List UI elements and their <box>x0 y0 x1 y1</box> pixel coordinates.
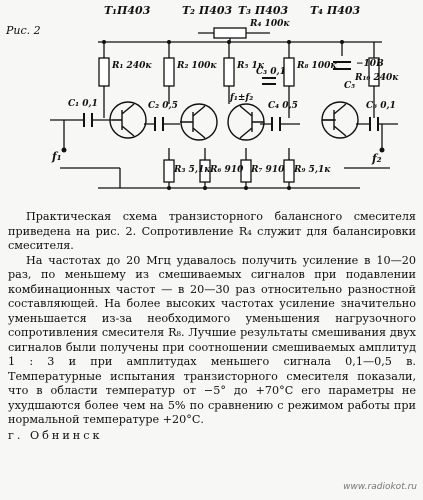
capacitor-c5 <box>333 61 351 70</box>
transistor-t1 <box>109 101 147 139</box>
resistor-r4 <box>213 27 247 39</box>
site-watermark: www.radiokot.ru <box>343 482 417 492</box>
label-r9: R₉ 5,1к <box>293 165 331 175</box>
label-input-f2: f₂ <box>371 152 382 165</box>
resistor-r1 <box>98 57 110 87</box>
circuit-schematic: Рис. 2 T₁П403 T₂ П403 T₃ П403 T₄ П403 R₁… <box>5 4 399 190</box>
resistor-bodies <box>98 27 380 183</box>
label-c1: C₁ 0,1 <box>68 99 98 109</box>
resistor-r10 <box>368 57 380 87</box>
transistors <box>109 101 359 141</box>
label-c5: C₅ <box>344 81 355 91</box>
label-r3: R₃ 5,1к <box>173 165 211 175</box>
resistor-r6 <box>199 159 211 183</box>
label-r1: R₁ 240к <box>111 61 152 71</box>
label-t4: T₄ П403 <box>310 4 361 17</box>
capacitor-c1 <box>83 113 93 127</box>
paragraph-intro: Практическая схема транзисторного баланс… <box>8 210 416 252</box>
figure-caption: Рис. 2 <box>5 24 41 37</box>
label-t3: T₃ П403 <box>238 4 289 17</box>
capacitor-c2 <box>154 117 164 131</box>
label-r7: R₇ 910 <box>250 165 285 175</box>
label-supply: −10В <box>356 59 384 69</box>
resistor-r7 <box>240 159 252 183</box>
capacitor-c3 <box>262 77 276 85</box>
label-r6: R₆ 910 <box>209 165 244 175</box>
author-location: г. Обнинск <box>8 428 103 442</box>
capacitor-c4 <box>271 117 281 131</box>
label-r5: R₅ 1к <box>236 61 265 71</box>
capacitor-c6 <box>369 117 379 131</box>
label-input-f1: f₁ <box>51 150 62 163</box>
capacitor-plates <box>83 61 379 131</box>
resistor-r5 <box>223 57 235 87</box>
label-c4: C₄ 0,5 <box>268 101 298 111</box>
label-t1: T₁П403 <box>104 4 151 17</box>
paragraph-results: На частотах до 20 Мгц удавалось получить… <box>8 253 416 427</box>
label-c6: C₆ 0,1 <box>366 101 396 111</box>
junction-dots <box>61 40 385 190</box>
label-mix-output: f₁±f₂ <box>229 93 253 103</box>
label-c3: C₃ 0,1 <box>256 67 286 77</box>
resistor-r9 <box>283 159 295 183</box>
label-r4: R₄ 100к <box>249 19 290 29</box>
label-t2: T₂ П403 <box>182 4 233 17</box>
label-c2: C₂ 0,5 <box>148 101 178 111</box>
label-r10: R₁₀ 240к <box>354 73 399 83</box>
resistor-r2 <box>163 57 175 87</box>
label-r2: R₂ 100к <box>176 61 217 71</box>
label-r8: R₈ 100к <box>296 61 337 71</box>
resistor-r8 <box>283 57 295 87</box>
article-text: Практическая схема транзисторного баланс… <box>8 210 416 443</box>
resistor-r3 <box>163 159 175 183</box>
